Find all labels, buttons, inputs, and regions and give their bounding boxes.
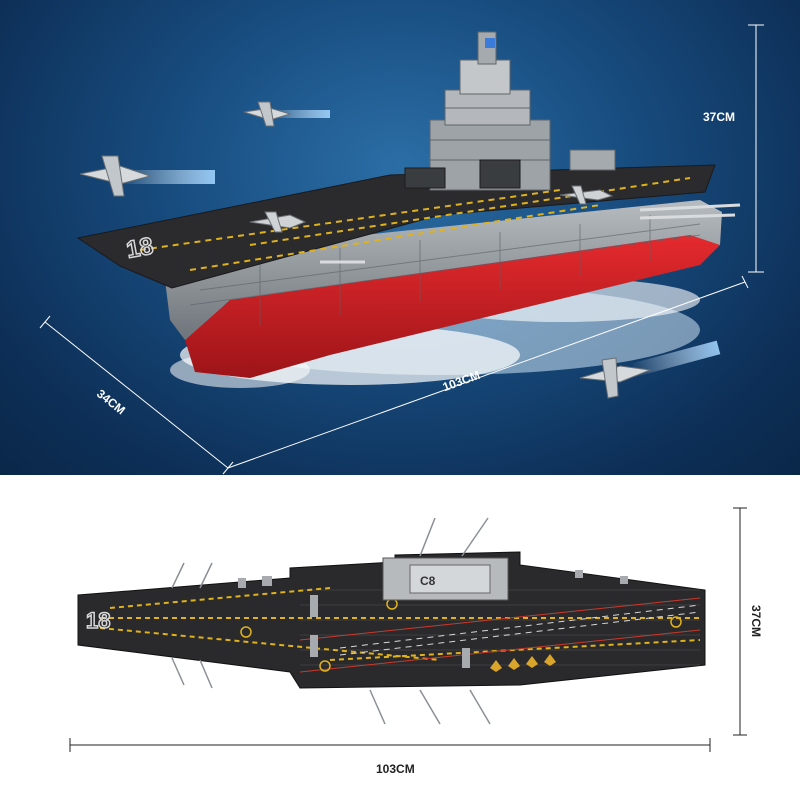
- plan-island: C8: [382, 557, 509, 601]
- plan-side-blocks: [238, 570, 628, 668]
- plan-island-marking: C8: [420, 574, 436, 588]
- deck-jets: [249, 185, 614, 233]
- plan-hull-number: 18: [86, 608, 110, 633]
- plan-deck-jets: [490, 654, 556, 672]
- dimension-lines-bottom: [69, 507, 747, 752]
- deck-markings: [139, 177, 691, 271]
- side-guns: [320, 203, 741, 264]
- height-label-top: 37CM: [703, 110, 736, 124]
- hull-red: [185, 235, 720, 378]
- deck-hull-number: 18: [124, 233, 155, 264]
- carrier-plan-view: C8 18: [77, 517, 706, 725]
- plan-deck-markings: [99, 587, 701, 661]
- dimension-lines-top: [39, 24, 764, 475]
- plan-deck-white-lines: [339, 604, 701, 656]
- plan-guns: [171, 517, 491, 725]
- flying-jets: [79, 101, 721, 399]
- plan-deck-red-lines: [299, 597, 701, 673]
- island-superstructure: [404, 31, 616, 191]
- length-label-plan: 103CM: [376, 762, 415, 776]
- carrier-model-3d: 18: [76, 31, 741, 388]
- hull-grey: [165, 200, 722, 340]
- hull-brick-lines: [189, 215, 701, 325]
- height-label-plan: 37CM: [749, 604, 764, 638]
